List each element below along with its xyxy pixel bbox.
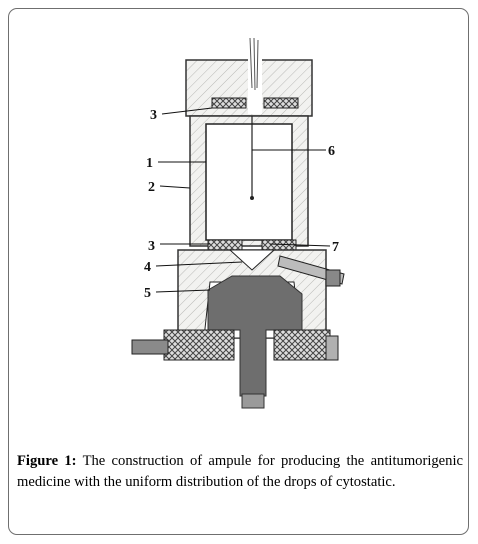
- label-7: 7: [332, 240, 339, 255]
- part-labels: 3 1 2 6 3 4 7 5: [144, 107, 339, 301]
- ampule-diagram: 3 1 2 6 3 4 7 5: [130, 38, 362, 416]
- ampule-body: [189, 115, 309, 247]
- label-6: 6: [328, 144, 335, 159]
- figure-caption: Figure 1: The construction of ampule for…: [17, 451, 463, 492]
- figure-frame: [8, 8, 469, 535]
- top-cap: [185, 38, 313, 117]
- label-1: 1: [146, 156, 153, 171]
- caption-text: The construction of ampule for producing…: [17, 453, 463, 490]
- label-5: 5: [144, 286, 151, 301]
- label-4: 4: [144, 260, 151, 275]
- label-2: 2: [148, 180, 155, 195]
- base-assembly: [131, 329, 339, 361]
- label-3-bottom: 3: [148, 239, 155, 254]
- caption-label: Figure 1:: [17, 453, 77, 469]
- label-3-top: 3: [150, 108, 157, 123]
